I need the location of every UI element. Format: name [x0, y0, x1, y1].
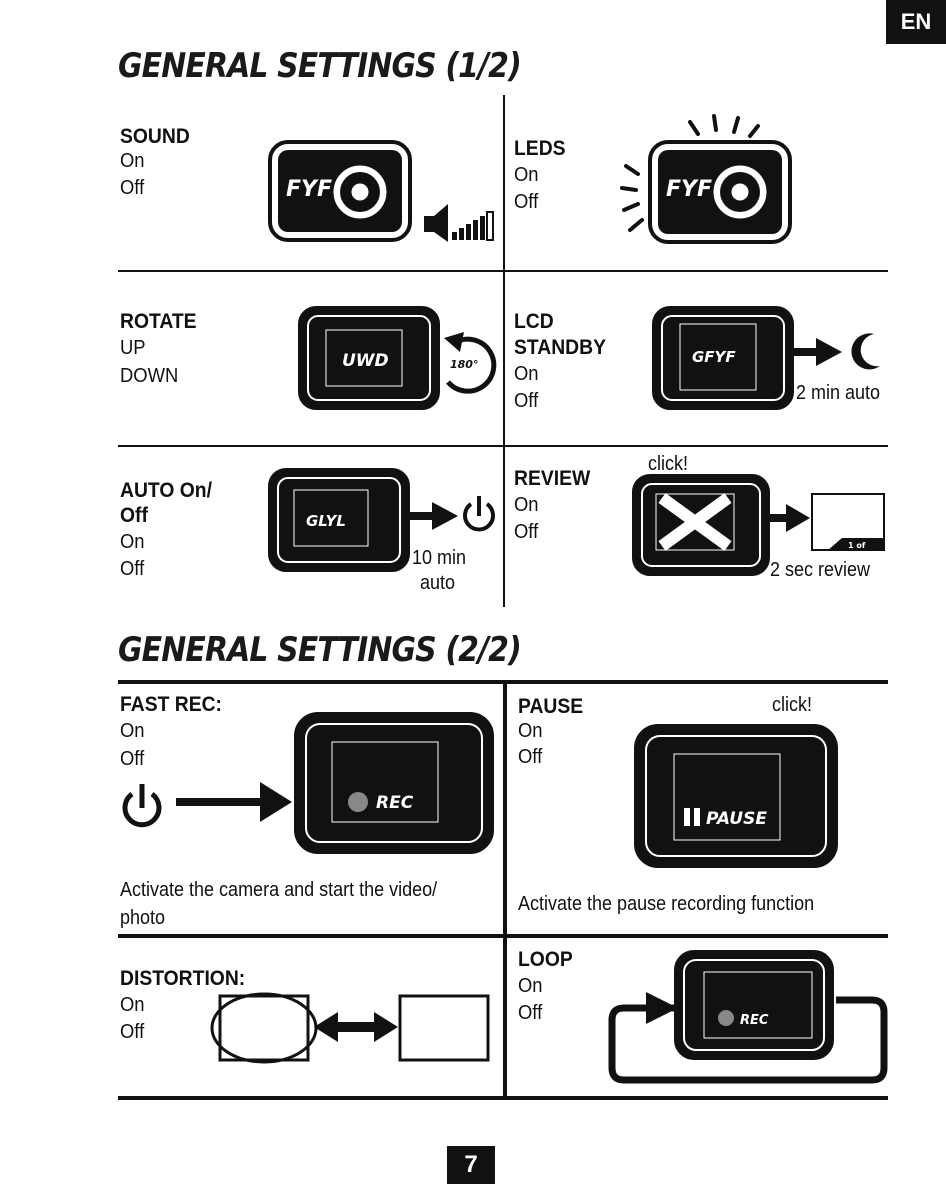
sound-option-off: Off [120, 177, 145, 199]
language-tab: EN [886, 0, 946, 44]
rotate-arrow-icon: 180° [444, 332, 497, 394]
power-icon [463, 496, 495, 532]
review-thumb-label: 1 of [848, 541, 866, 550]
auto-off-heading-line2: Off [120, 504, 148, 527]
rotate-camera-illustration: UWD 180° [298, 306, 497, 410]
pause-click-label: click! [772, 694, 813, 716]
section1-title: GENERAL SETTINGS (1/2) [118, 46, 522, 86]
auto-off-camera-illustration: GLYL [268, 468, 495, 572]
power-icon [122, 784, 162, 828]
section2-title: GENERAL SETTINGS (2/2) [118, 630, 522, 670]
rec-dot-icon [348, 792, 368, 812]
distortion-heading: DISTORTION: [120, 967, 246, 990]
pause-option-on: On [518, 720, 543, 742]
auto-off-screen-text: GLYL [306, 512, 346, 530]
divider-bottom-thick [118, 1096, 888, 1100]
loop-option-on: On [518, 975, 543, 997]
sound-option-on: On [120, 150, 145, 172]
loop-screen-text: REC [740, 1013, 769, 1028]
flat-frame-icon [398, 994, 490, 1062]
review-camera-illustration: 1 of [632, 474, 885, 576]
lcd-standby-heading-line1: LCD [514, 310, 554, 333]
review-note: 2 sec review [770, 559, 871, 581]
review-click-label: click! [648, 453, 689, 475]
arrow-right-icon [792, 338, 842, 366]
review-heading: REVIEW [514, 467, 591, 490]
pause-option-off: Off [518, 746, 543, 768]
fast-rec-caption: Activate the camera and start the video/… [120, 879, 438, 929]
delete-x-icon [658, 493, 732, 551]
lcd-standby-screen-text: GFYF [692, 348, 736, 366]
auto-off-note-line2: auto [420, 572, 456, 594]
led-rays-icon [620, 114, 760, 232]
arrow-right-icon [176, 782, 292, 822]
divider-row-2 [118, 445, 888, 447]
leds-camera-illustration: FYF [620, 114, 792, 244]
distortion-option-on: On [120, 994, 145, 1016]
divider-vertical-1 [503, 95, 505, 607]
leds-option-on: On [514, 164, 539, 186]
pause-icon [684, 808, 700, 826]
leds-heading: LEDS [514, 137, 566, 160]
leds-option-off: Off [514, 191, 539, 213]
sound-camera-illustration: FYF [268, 140, 494, 242]
sound-logo-text: FYF [286, 177, 332, 202]
distortion-illustration [210, 992, 490, 1064]
pause-camera-illustration: PAUSE [634, 724, 838, 868]
loop-arrow-icon [608, 992, 888, 1084]
rotate-option-up: UP [120, 337, 146, 359]
rotate-option-down: DOWN [120, 365, 179, 387]
auto-off-note-line1: 10 min [412, 547, 467, 569]
divider-middle-thick [118, 934, 888, 938]
fisheye-frame-icon [210, 992, 318, 1064]
loop-option-off: Off [518, 1002, 543, 1024]
auto-off-heading-line1: AUTO On/ [120, 479, 212, 502]
auto-off-option-on: On [120, 531, 145, 553]
rotate-180-badge: 180° [450, 358, 478, 371]
divider-vertical-2 [503, 682, 507, 1098]
auto-off-option-off: Off [120, 558, 145, 580]
review-option-off: Off [514, 521, 539, 543]
lcd-standby-heading-line2: STANDBY [514, 336, 606, 359]
double-arrow-icon [314, 1012, 398, 1042]
lcd-standby-note: 2 min auto [796, 382, 881, 404]
page-number: 7 [447, 1146, 495, 1184]
lcd-standby-option-off: Off [514, 390, 539, 412]
fast-rec-option-off: Off [120, 748, 145, 770]
speaker-volume-icon [424, 204, 494, 242]
leds-logo-text: FYF [666, 177, 712, 202]
pause-heading: PAUSE [518, 695, 584, 718]
distortion-option-off: Off [120, 1021, 145, 1043]
sound-heading: SOUND [120, 125, 190, 148]
arrow-right-icon [408, 502, 458, 530]
rotate-heading: ROTATE [120, 310, 197, 333]
rec-dot-icon [718, 1010, 734, 1026]
pause-caption: Activate the pause recording function [518, 893, 815, 915]
rotate-screen-text: UWD [342, 351, 389, 371]
fast-rec-screen-text: REC [376, 793, 414, 813]
lcd-standby-option-on: On [514, 363, 539, 385]
fast-rec-illustration: REC [122, 712, 494, 854]
divider-row-1 [118, 270, 888, 272]
lcd-standby-camera-illustration: GFYF [652, 306, 880, 410]
loop-illustration: REC [608, 950, 888, 1084]
fast-rec-heading: FAST REC: [120, 693, 222, 716]
arrow-right-icon [768, 504, 810, 532]
loop-heading: LOOP [518, 948, 573, 971]
fast-rec-option-on: On [120, 720, 145, 742]
review-option-on: On [514, 494, 539, 516]
review-thumbnail: 1 of [811, 493, 885, 551]
moon-icon [851, 333, 880, 370]
pause-screen-text: PAUSE [706, 809, 767, 829]
